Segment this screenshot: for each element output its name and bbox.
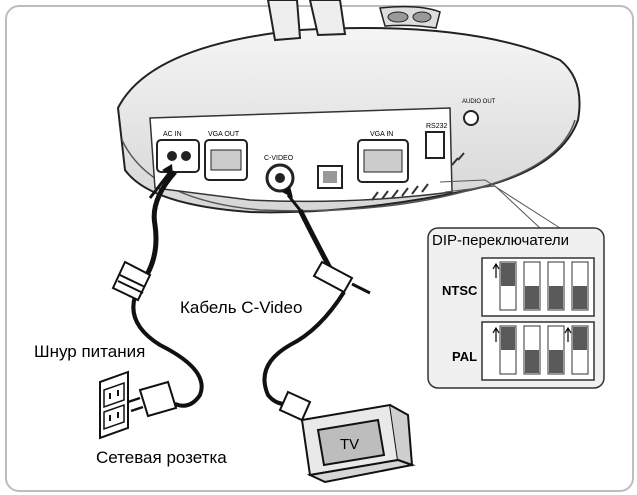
ntsc-mode-label: NTSC [442, 283, 478, 298]
c-video-cable-label: Кабель C-Video [180, 298, 303, 317]
c-video-cable [262, 186, 371, 433]
dip-switch-group [492, 261, 589, 375]
dip-switch-knob-down [549, 286, 563, 309]
document-camera-body [116, 0, 581, 229]
tv-illustration: TV [300, 403, 416, 484]
pal-mode-label: PAL [452, 349, 478, 364]
power-cord-label: Шнур питания [34, 342, 146, 361]
up-arrow-icon [564, 326, 572, 342]
dip-switch-knob-down [525, 286, 539, 309]
audio-out-label: AUDIO OUT [462, 99, 496, 105]
ac-in-label: AC IN [163, 131, 182, 138]
dip-switches-title: DIP-переключатели [432, 232, 570, 249]
up-arrow-icon [492, 326, 500, 342]
dip-switch-knob-down [573, 286, 587, 309]
up-arrow-icon [492, 262, 500, 278]
power-cord [111, 164, 204, 408]
dip-switch-knob-up [501, 263, 515, 286]
rs232-label: RS232 [426, 123, 448, 130]
dip-switch-knob-down [549, 350, 563, 373]
wall-outlet [99, 370, 178, 440]
tv-label: TV [340, 436, 359, 453]
dip-switch-knob-up [573, 327, 587, 350]
dip-switch-knob-down [525, 350, 539, 373]
vga-in-label: VGA IN [370, 131, 393, 138]
vga-out-label: VGA OUT [208, 131, 240, 138]
c-video-label: C-VIDEO [264, 155, 294, 162]
dip-switch-knob-up [501, 327, 515, 350]
outlet-label: Сетевая розетка [96, 448, 227, 467]
